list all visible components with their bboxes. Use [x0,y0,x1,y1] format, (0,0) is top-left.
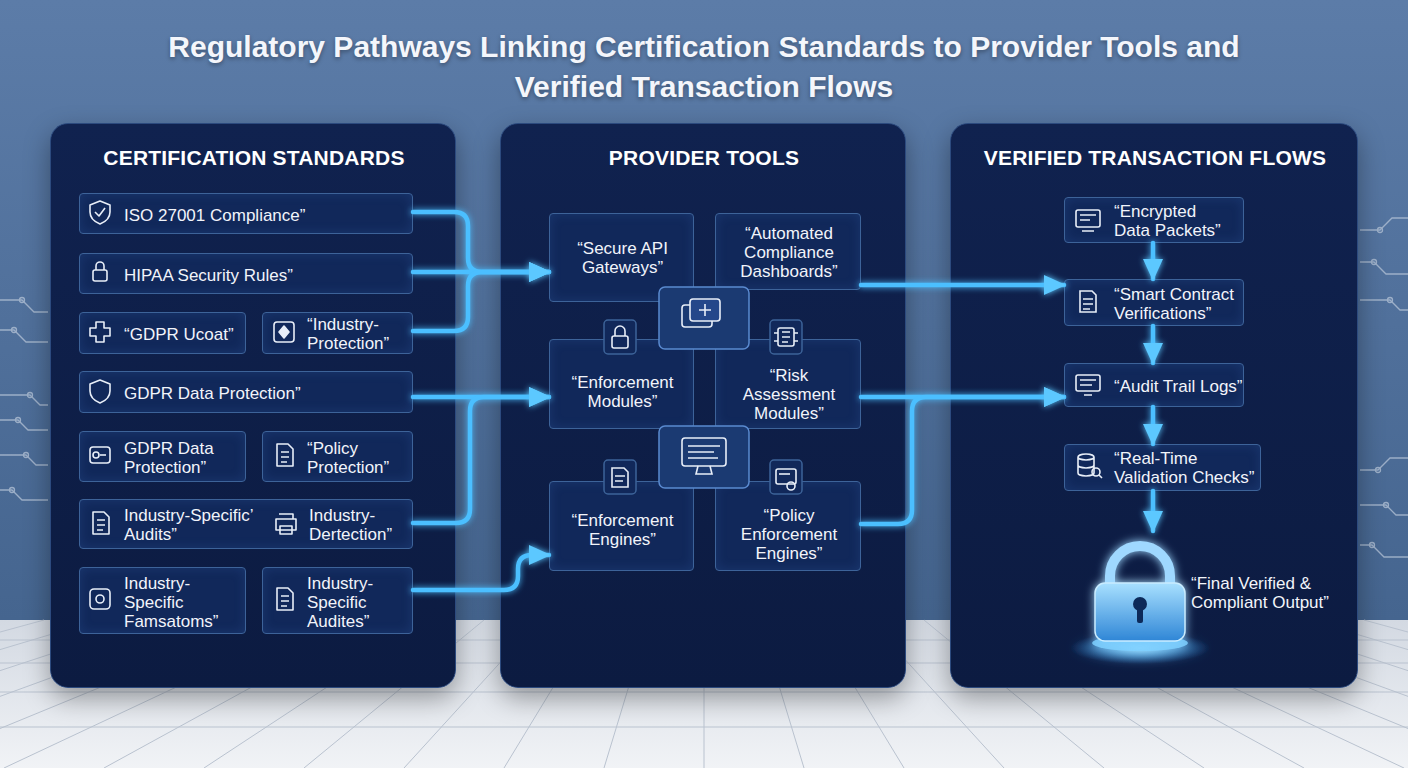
standard-box: “Industry- Protection” [262,312,413,354]
standard-box: HIPAA Security Rules” [79,253,413,294]
node-label: “Industry- Protection” [307,315,407,353]
node-label: “Policy Enforcement Engines” [716,506,862,563]
standard-box: Industry-Specific’ Audits” Industry- Dert… [79,499,413,549]
standard-box: “Policy Protection” [262,431,413,482]
panel-heading: CERTIFICATION STANDARDS [51,146,457,170]
node-label: “Audit Trail Logs” [1114,377,1254,396]
panel-section: PROVIDER TOOLS “Secure API Gateways” “Auto… [500,123,906,688]
tool-box: “Policy Enforcement Engines” [715,481,861,571]
panel-heading: VERIFIED TRANSACTION FLOWS [951,146,1359,170]
circuit-traces-right-part [1360,262,1408,274]
circuit-traces-right-part [1360,458,1408,470]
node-label: “Enforcement Modules” [550,373,695,411]
node-label: “Risk Assessment Modules” [716,366,862,423]
circuit-traces-left-part [0,420,48,430]
circuit-traces-right-part [1372,260,1377,265]
node-label: “Secure API Gateways” [550,239,695,277]
node-label: “Automated Compliance Dashboards” [716,224,862,281]
node-label: “Final Verified & Compliant Output” [1191,574,1336,612]
node-label: Industry- Specific Famsatoms” [124,574,242,631]
flow-step-box: “Real-Time Validation Checks” [1064,444,1261,491]
circuit-traces-left-part [0,330,48,342]
circuit-traces-left-part [16,418,21,423]
standard-box: “GDPR Ucoat” [79,312,246,354]
circuit-traces-right-part [1388,298,1393,303]
node-label: GDPR Data Protection” [124,384,404,403]
node-label: GDPR Data Protection” [124,439,239,477]
tool-box: “Risk Assessment Modules” [715,339,861,429]
standard-box: ISO 27001 Compliance” [79,193,413,234]
standard-box: GDPR Data Protection” [79,431,246,482]
node-label: Industry- Dertection” [309,506,409,544]
circuit-traces-right [1360,218,1408,557]
circuit-traces-left-part [12,328,17,333]
circuit-traces-left-part [0,490,48,500]
node-label: Industry- Specific Audites” [307,574,407,631]
diagram-title: Regulatory Pathways Linking Certificatio… [159,27,1249,107]
node-label: “GDPR Ucoat” [124,325,244,344]
tool-box: “Automated Compliance Dashboards” [715,213,861,290]
node-label: “Policy Protection” [307,439,407,477]
panel-section: CERTIFICATION STANDARDS ISO 27001 Complia… [50,123,456,688]
circuit-traces-left-part [0,395,48,405]
tool-box: “Secure API Gateways” [549,213,694,302]
output-node: “Final Verified & Compliant Output” [1086,531,1351,671]
node-label: “Real-Time Validation Checks” [1114,449,1260,487]
node-label: “Encrypted Data Packets” [1114,202,1229,240]
circuit-traces-right-part [1376,468,1381,473]
circuit-traces-right-part [1360,300,1408,310]
circuit-traces-left-part [10,488,15,493]
standard-box: Industry- Specific Audites” [262,567,413,634]
standard-box: GDPR Data Protection” [79,371,413,413]
circuit-traces-left-part [28,393,33,398]
flow-step-box: “Smart Contract Verifications” [1064,279,1244,326]
circuit-traces-right-part [1378,228,1383,233]
flow-step-box: “Encrypted Data Packets” [1064,197,1244,243]
circuit-traces-right-part [1360,218,1408,230]
flow-step-box: “Audit Trail Logs” [1064,363,1244,407]
panel-heading: PROVIDER TOOLS [501,146,907,170]
circuit-traces-right-part [1384,503,1389,508]
panel-section: VERIFIED TRANSACTION FLOWS “Encrypted Dat… [950,123,1358,688]
node-label: HIPAA Security Rules” [124,266,404,285]
circuit-traces-right-part [1360,545,1408,557]
tool-box: “Enforcement Engines” [549,481,694,571]
node-label: ISO 27001 Compliance” [124,206,404,225]
circuit-traces-left-part [20,298,25,303]
node-label: “Enforcement Engines” [550,511,695,549]
tool-box: “Enforcement Modules” [549,339,694,429]
circuit-traces-left [0,298,48,501]
node-label: Industry-Specific’ Audits” [124,506,274,544]
standard-box: Industry- Specific Famsatoms” [79,567,246,634]
circuit-traces-right-part [1370,543,1375,548]
circuit-traces-left-part [24,453,29,458]
node-label: “Smart Contract Verifications” [1114,285,1239,323]
